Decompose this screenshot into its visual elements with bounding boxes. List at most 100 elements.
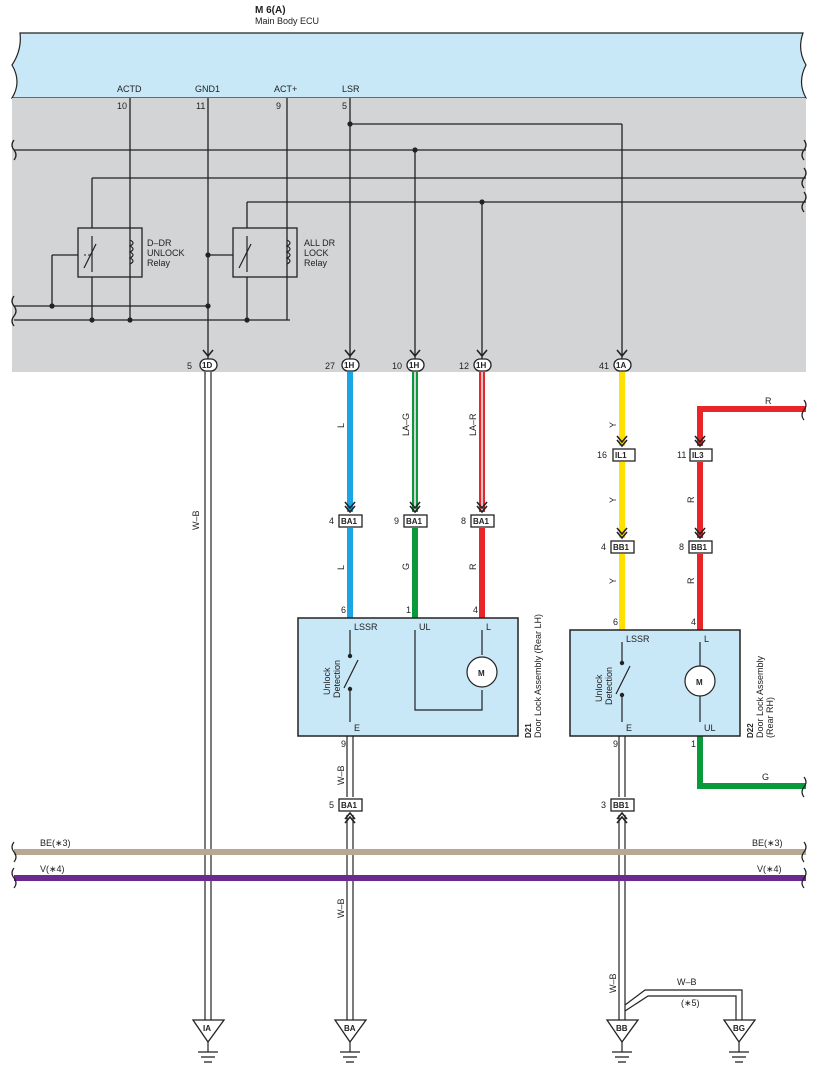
wire-y-1-label: Y (608, 422, 618, 428)
terminal-lsr-pin: 5 (342, 101, 347, 111)
bus-be-right-label: BE(∗3) (752, 838, 783, 848)
ground-ba-label: BA (344, 1024, 356, 1033)
connector-ba1-a: BA1 4 (329, 514, 363, 528)
d22-switch-dot-bottom (619, 692, 625, 698)
d22-pin-6: 6 (613, 617, 618, 627)
d21-term-ul: UL (419, 622, 431, 632)
connector-ba1-gnd-pin: 5 (329, 800, 334, 810)
d21-code: D21 (524, 723, 533, 738)
connector-1h-a-name: 1H (344, 361, 354, 370)
connector-bb1-b-name: BB1 (691, 543, 708, 552)
terminal-actd-pin: 10 (117, 101, 127, 111)
relay-all-dr-lock (232, 227, 298, 278)
bus-be-left-label: BE(∗3) (40, 838, 71, 848)
d21-motor-label: M (478, 669, 485, 678)
wire-wb-bg-label: W–B (677, 977, 697, 987)
ground-ia-label: IA (203, 1024, 211, 1033)
wire-l-bottom-label: L (336, 565, 346, 570)
d21-switch-label-2: Detection (332, 660, 342, 698)
d22-code: D22 (746, 723, 755, 738)
wire-y-3-label: Y (608, 578, 618, 584)
d21-pin-1: 1 (406, 605, 411, 615)
connector-bb1-gnd-name: BB1 (613, 801, 630, 810)
wire-la-r-label: LA–R (468, 413, 478, 436)
connector-chevrons (202, 349, 706, 824)
d21-pin-9: 9 (341, 739, 346, 749)
d21-internal (343, 630, 498, 722)
d22-switch-label-2: Detection (604, 667, 614, 705)
connector-1h-b: 1H 10 (392, 358, 425, 372)
connector-1h-b-name: 1H (409, 361, 419, 370)
relay-all-dr-lock-label-3: Relay (304, 258, 328, 268)
d21-switch-label-1: Unlock (322, 667, 332, 695)
connector-1a-name: 1A (616, 361, 626, 370)
relay-d-dr-unlock (77, 227, 143, 278)
connector-bb1-b-pin: 8 (679, 542, 684, 552)
d22-pin-1: 1 (691, 739, 696, 749)
connector-ba1-gnd: BA1 5 (329, 798, 363, 812)
connector-bb1-gnd-pin: 3 (601, 800, 606, 810)
connector-ba1-b-pin: 9 (394, 516, 399, 526)
ground-bb-label: BB (616, 1024, 628, 1033)
connector-il3-name: IL3 (692, 451, 704, 460)
relay-d-dr-unlock-label-2: UNLOCK (147, 248, 185, 258)
wire-r-low-label: R (686, 577, 696, 584)
terminal-gnd1: GND1 (195, 84, 220, 94)
connector-1h-c: 1H 12 (459, 358, 492, 372)
connector-bb1-a: BB1 4 (601, 540, 635, 554)
wire-wb-d22-label: W–B (608, 973, 618, 993)
d22-name-1: Door Lock Assembly (755, 655, 765, 738)
terminal-lsr: LSR (342, 84, 360, 94)
ground-bg (722, 1019, 757, 1063)
bus-break-marks (11, 841, 807, 889)
connector-ba1-a-pin: 4 (329, 516, 334, 526)
d22-term-e: E (626, 723, 632, 733)
wire-l-top-label: L (336, 423, 346, 428)
d22-name-2: (Rear RH) (765, 697, 775, 738)
ground-bb (605, 1019, 640, 1063)
ecu-name: Main Body ECU (255, 16, 319, 26)
connector-ba1-b-name: BA1 (406, 517, 423, 526)
connector-bb1-b: BB1 8 (679, 540, 713, 554)
connector-1h-c-pin: 12 (459, 361, 469, 371)
d21-pin-4: 4 (473, 605, 478, 615)
d21-term-lssr: LSSR (354, 622, 378, 632)
connector-ba1-c-name: BA1 (473, 517, 490, 526)
wire-la-g-label: LA–G (401, 413, 411, 436)
connector-ba1-gnd-name: BA1 (341, 801, 358, 810)
wire-r-mid-label: R (686, 496, 696, 503)
d21-switch-dot-bottom (347, 686, 353, 692)
connector-bb1-a-name: BB1 (613, 543, 630, 552)
d22-motor-label: M (696, 678, 703, 687)
relay-all-dr-lock-label-2: LOCK (304, 248, 329, 258)
connector-1h-a: 1H 27 (325, 358, 360, 372)
connector-1h-a-pin: 27 (325, 361, 335, 371)
d21-name: Door Lock Assembly (Rear LH) (533, 614, 543, 738)
wire-r-top-label: R (765, 396, 772, 406)
wire-wb-ia (204, 372, 212, 1020)
break-mark (801, 776, 807, 798)
connector-il1-name: IL1 (615, 451, 627, 460)
wire-y-2-label: Y (608, 497, 618, 503)
d21-switch-dot-top (347, 653, 353, 659)
connector-il3-pin: 11 (677, 450, 686, 460)
connector-il3: IL3 11 (677, 448, 713, 462)
d22-term-l: L (704, 634, 709, 644)
connector-bb1-gnd: BB1 3 (601, 798, 635, 812)
wire-g-rh (697, 736, 806, 789)
wire-wb-d21-label-2: W–B (336, 898, 346, 918)
wire-g-label: G (401, 563, 411, 570)
connector-1h-b-pin: 10 (392, 361, 402, 371)
terminal-actd: ACTD (117, 84, 142, 94)
relay-d-dr-unlock-label-3: Relay (147, 258, 171, 268)
relay-all-dr-lock-label-1: ALL DR (304, 238, 336, 248)
connector-1a: 1A 41 (599, 358, 632, 372)
wire-r-label: R (468, 563, 478, 570)
connector-ba1-b: BA1 9 (394, 514, 428, 528)
junction-dots (49, 121, 485, 323)
ecu-code: M 6(A) (255, 5, 286, 16)
connector-1h-c-name: 1H (476, 361, 486, 370)
d21-pin-6: 6 (341, 605, 346, 615)
d21-term-e: E (354, 723, 360, 733)
